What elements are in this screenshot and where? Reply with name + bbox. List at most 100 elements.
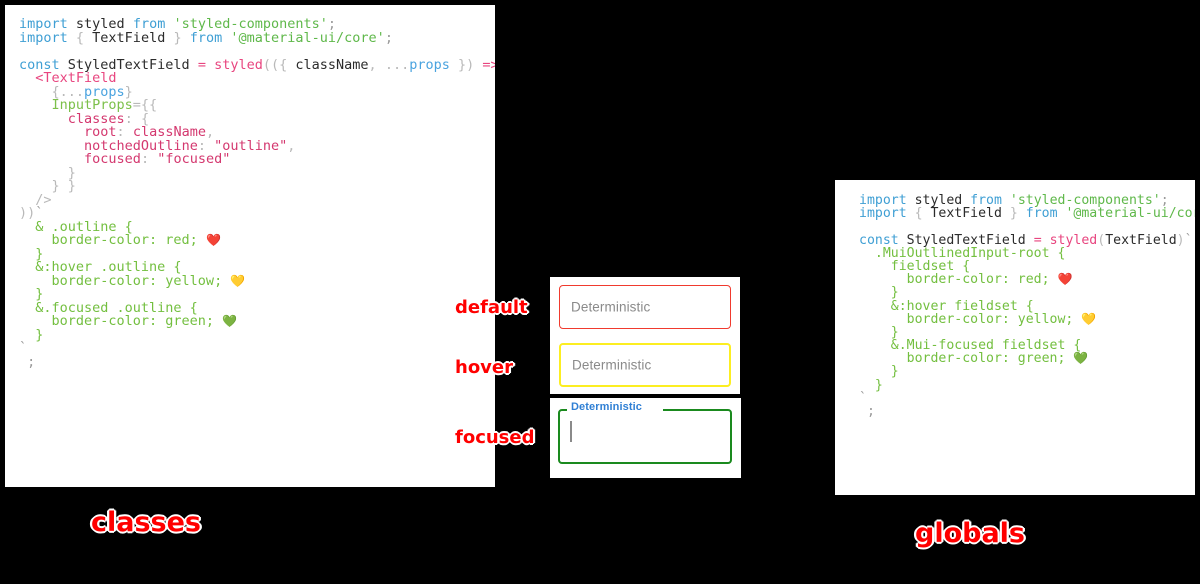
code-line: } xyxy=(19,164,495,181)
code-line: &:hover .outline { xyxy=(19,258,495,275)
textfield-card-hover: Deterministic xyxy=(550,336,740,394)
code-token: "focused" xyxy=(157,151,231,167)
code-token: InputProps xyxy=(51,97,133,113)
code-line: } } xyxy=(19,177,495,194)
code-token: } xyxy=(859,324,899,340)
code-line: InputProps={{ xyxy=(19,96,495,113)
code-token: ❤️ xyxy=(1057,272,1073,287)
code-token: import xyxy=(859,193,907,208)
annotation-globals-caption: globals xyxy=(915,518,1026,549)
code-line: import { TextField } from '@material-ui/… xyxy=(19,29,495,46)
code-token: ( xyxy=(1097,232,1106,248)
textfield-focused[interactable]: Deterministic xyxy=(558,401,732,464)
code-token: &.focused .outline { xyxy=(19,299,198,316)
code-panel-classes: import styled from 'styled-components';i… xyxy=(5,5,495,487)
code-token: {... xyxy=(51,83,85,100)
code-line: ; xyxy=(19,353,495,370)
code-token: : xyxy=(197,137,215,154)
code-line: border-color: yellow; 💛 xyxy=(19,272,495,289)
code-token: ; xyxy=(327,16,337,32)
code-line: ))` xyxy=(19,204,495,221)
notched-outline xyxy=(558,409,732,464)
code-token: border-color: red; xyxy=(19,232,206,248)
code-token: ` xyxy=(19,340,28,356)
code-token: ={{ xyxy=(132,97,158,113)
code-token: "outline" xyxy=(214,137,288,154)
code-token: border-color: yellow; xyxy=(859,311,1082,327)
annotation-focused: focused xyxy=(455,427,535,448)
code-token: 💚 xyxy=(1073,351,1089,366)
code-line: border-color: green; 💚 xyxy=(19,312,495,329)
code-line: root: className, xyxy=(19,123,495,140)
code-token: } xyxy=(19,326,44,343)
code-token: 💚 xyxy=(222,314,238,328)
code-token: 💛 xyxy=(230,273,246,288)
notch-gap xyxy=(567,407,663,411)
code-token: StyledTextField xyxy=(59,56,198,73)
code-token: className xyxy=(132,124,206,140)
textfield-card-default: Deterministic xyxy=(550,277,740,336)
code-line: } xyxy=(859,362,1195,379)
textfield-card-focused: Deterministic xyxy=(550,398,741,478)
code-token: ) xyxy=(1176,232,1185,248)
code-token: }) xyxy=(449,56,483,73)
code-line: {...props} xyxy=(19,83,495,100)
annotation-default: default xyxy=(455,297,528,318)
textfield-hover[interactable]: Deterministic xyxy=(559,343,731,387)
code-token: const xyxy=(859,232,899,248)
code-token: ... xyxy=(384,56,410,73)
code-token: : { xyxy=(124,110,150,127)
code-token: props xyxy=(84,83,125,100)
code-line: .MuiOutlinedInput-root { xyxy=(859,244,1195,261)
code-token: 💛 xyxy=(1081,311,1097,326)
code-token: '@material-ui/core' xyxy=(230,29,385,46)
code-token: ; xyxy=(859,404,875,419)
code-token: StyledTextField xyxy=(898,232,1034,248)
code-token: from xyxy=(1025,206,1058,222)
code-line: fieldset { xyxy=(859,257,1195,274)
code-line: &:hover fieldset { xyxy=(859,297,1195,314)
textfield-default-placeholder: Deterministic xyxy=(571,299,651,315)
code-line: const StyledTextField = styled(({ classN… xyxy=(19,56,495,73)
code-token: , xyxy=(287,137,296,154)
code-token: : xyxy=(116,124,133,140)
code-token: } xyxy=(859,285,899,301)
code-token: border-color: green; xyxy=(19,313,223,329)
code-token: .MuiOutlinedInput-root { xyxy=(859,245,1066,261)
code-line: ` xyxy=(859,389,1195,406)
code-token: 'styled-components' xyxy=(173,16,328,32)
textfield-default[interactable]: Deterministic xyxy=(559,285,731,329)
code-line: } xyxy=(859,283,1195,300)
code-line: } xyxy=(859,376,1195,393)
code-token: styled xyxy=(214,56,263,73)
annotation-hover: hover xyxy=(455,357,513,378)
code-token: <TextField xyxy=(35,70,117,86)
code-token: TextField xyxy=(92,29,166,46)
code-token: const xyxy=(19,56,60,73)
code-line: /> xyxy=(19,191,495,208)
code-token: } xyxy=(19,286,44,302)
code-line: } xyxy=(19,245,495,262)
code-token: from xyxy=(132,16,166,32)
code-token: , xyxy=(368,56,385,73)
code-token: (({ xyxy=(262,56,296,73)
code-token: { xyxy=(67,29,93,46)
code-token: : xyxy=(140,151,158,167)
code-line: import { TextField } from '@material-ui/… xyxy=(859,204,1195,221)
code-line: ` xyxy=(19,339,495,356)
code-token: from xyxy=(189,29,223,46)
code-line: focused: "focused" xyxy=(19,150,495,167)
code-token: &:hover .outline { xyxy=(19,259,182,275)
code-token: ` xyxy=(35,205,44,221)
code-token: styled xyxy=(906,193,971,208)
code-line: & .outline { xyxy=(19,218,495,235)
code-line: ; xyxy=(859,402,1195,419)
textfield-focused-label: Deterministic xyxy=(571,401,642,413)
code-token: from xyxy=(970,193,1002,208)
code-token: &.Mui-focused fieldset { xyxy=(859,338,1082,354)
code-line: border-color: red; ❤️ xyxy=(859,270,1195,287)
code-token: ; xyxy=(1160,193,1169,208)
code-token: props xyxy=(409,56,450,73)
code-token: & .outline { xyxy=(19,218,133,235)
code-line: <TextField xyxy=(19,69,495,86)
